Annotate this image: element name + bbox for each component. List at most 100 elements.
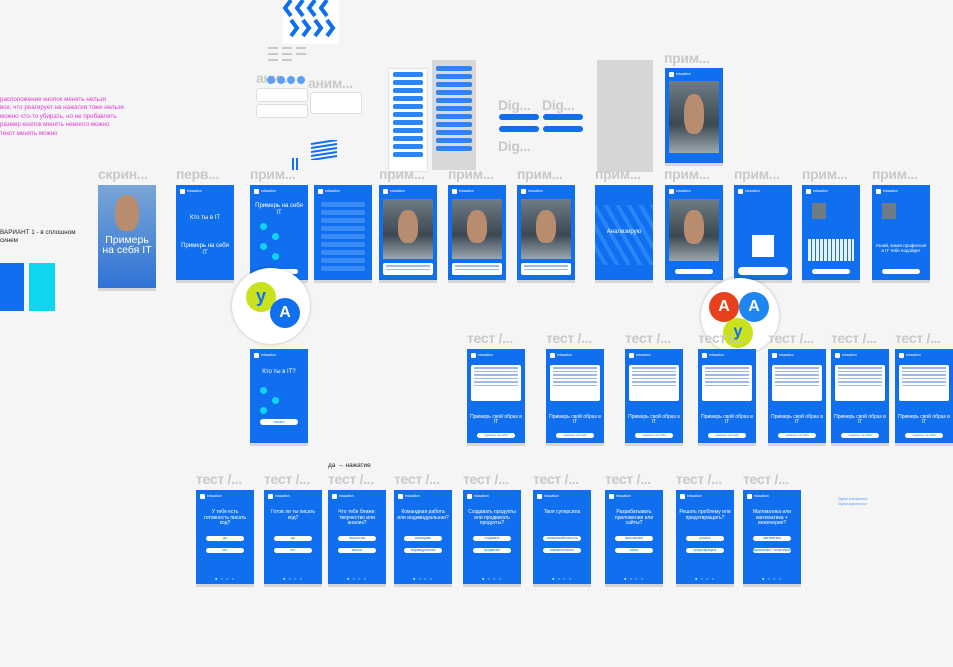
caption-r1-5: прим... [517, 166, 563, 182]
caption-dig-2: Dig... [542, 97, 575, 113]
caption-r1-6: прим... [595, 166, 641, 182]
screen-qr: education [734, 185, 792, 280]
caption-r1-9: прим... [802, 166, 848, 182]
answer-a-button[interactable]: командная [404, 536, 442, 541]
caption-r1-3: прим... [379, 166, 425, 182]
screen-photo-3: education [517, 185, 575, 280]
chevron-icon [282, 0, 336, 38]
send-button[interactable] [675, 269, 713, 274]
answer-b-button[interactable]: сайты [615, 548, 653, 553]
caption-r3-0: тест /... [196, 471, 242, 487]
dig-pill-4 [543, 126, 583, 132]
mini-stripes [292, 157, 300, 170]
email-button[interactable] [738, 267, 788, 275]
dig-pill-2 [499, 126, 539, 132]
logo-yoa-2: A A y [701, 278, 779, 354]
try-on-button[interactable]: примерь на себя [905, 433, 943, 438]
answer-b-button[interactable]: предотвращать [686, 548, 724, 553]
primer-title: Примерь на себя IT [255, 203, 303, 216]
question-text: Математика или математика + инженерия? [752, 509, 792, 526]
caption-r3-8: тест /... [743, 471, 789, 487]
keyboard-send-button[interactable] [812, 269, 850, 274]
anim-field-1 [256, 88, 308, 102]
pagination-dots: ● ○ ○ ○ [347, 576, 367, 581]
keyboard-graphic [808, 239, 854, 261]
chevron-graphic [282, 0, 339, 44]
answer-a-button[interactable]: творчество [338, 536, 376, 541]
caption-r2-0: тест /... [467, 330, 513, 346]
answer-b-button[interactable]: внимательность [543, 548, 581, 553]
caption-r1-8: прим... [734, 166, 780, 182]
caption-r3-4: тест /... [463, 471, 509, 487]
caption-r2-2: тест /... [625, 330, 671, 346]
logo-yoa-1: y A [232, 268, 310, 344]
test-button[interactable] [882, 269, 920, 274]
try-on-button[interactable]: примерь на себя [778, 433, 816, 438]
screen-ar-result: education [665, 185, 723, 280]
first-answer: Примерь на себя IT [181, 243, 229, 256]
result-title: Примерь свой образ в IT [470, 414, 522, 425]
screen-splash: Примерь на себя IT [98, 185, 156, 288]
splash-title: Примерь на себя IT [102, 234, 152, 256]
question-text: Командная работа или индивидуальная? [397, 509, 449, 521]
try-on-button[interactable]: примерь на себя [708, 433, 746, 438]
anim-field-2 [256, 104, 308, 118]
analyze-label: Анализирую [606, 229, 642, 235]
screen-list: education [314, 185, 372, 280]
dig-pill-3 [543, 114, 583, 120]
answer-b-button[interactable]: нет [274, 548, 312, 553]
note-line-1: расположение кнопок менять нельзя [0, 96, 106, 103]
note-line-3: можно что-то убирать, но не прибавлять [0, 112, 117, 120]
pagination-dots: ● ○ ○ ○ [762, 576, 782, 581]
screen-photo-2: education [448, 185, 506, 280]
try-on-button[interactable]: примерь на себя [635, 433, 673, 438]
question-text: Создавать продукты или продвигать продук… [468, 509, 516, 526]
try-on-button[interactable]: примерь на себя [841, 433, 879, 438]
caption-r1-10: прим... [872, 166, 918, 182]
try-on-button[interactable]: примерь на себя [556, 433, 594, 438]
anim-dots [266, 72, 312, 84]
answer-b-button[interactable]: математика + инженерия [753, 548, 791, 553]
answer-a-button[interactable]: коммуникабельность [543, 536, 581, 541]
question-text: Твоя суперсила [543, 509, 581, 515]
legend-item-1: Digital-специалист [838, 497, 868, 501]
answer-a-button[interactable]: приложения [615, 536, 653, 541]
try-on-button[interactable]: примерь на себя [477, 433, 515, 438]
answer-a-button[interactable]: решать [686, 536, 724, 541]
caption-r1-0: скрин... [98, 166, 148, 182]
pagination-dots: ● ○ ○ ○ [624, 576, 644, 581]
answer-a-button[interactable]: да [206, 536, 244, 541]
answer-b-button[interactable]: нет [206, 548, 244, 553]
answer-b-button[interactable]: анализ [338, 548, 376, 553]
answer-a-button[interactable]: математика [753, 536, 791, 541]
answer-b-button[interactable]: продвигать [473, 548, 511, 553]
answer-b-button[interactable]: индивидуальная [404, 548, 442, 553]
legend-item-2: Digital-маркетолог [838, 502, 868, 506]
question-text: Решать проблему или предотвращать? [679, 509, 731, 521]
diagonal-stripes [310, 139, 339, 161]
caption-r2-5: тест /... [831, 330, 877, 346]
answer-a-button[interactable]: да [274, 536, 312, 541]
swatch-blue [0, 263, 24, 311]
dig-pill-1 [499, 114, 539, 120]
kto-start-button[interactable]: начать [260, 419, 298, 425]
answer-a-button[interactable]: создавать [473, 536, 511, 541]
qr-code-icon [752, 235, 774, 257]
question-text: Готов ли ты писать код? [270, 509, 316, 521]
caption-r1-7: прим... [664, 166, 710, 182]
question-text: У тебя есть готовность писать код? [204, 509, 246, 526]
screen-final: education Узнай, какая профессия в IT те… [872, 185, 930, 280]
result-title: Примерь свой образ в IT [834, 414, 886, 425]
caption-primer-top: прим... [664, 50, 710, 66]
menu-panel-2 [432, 60, 476, 170]
